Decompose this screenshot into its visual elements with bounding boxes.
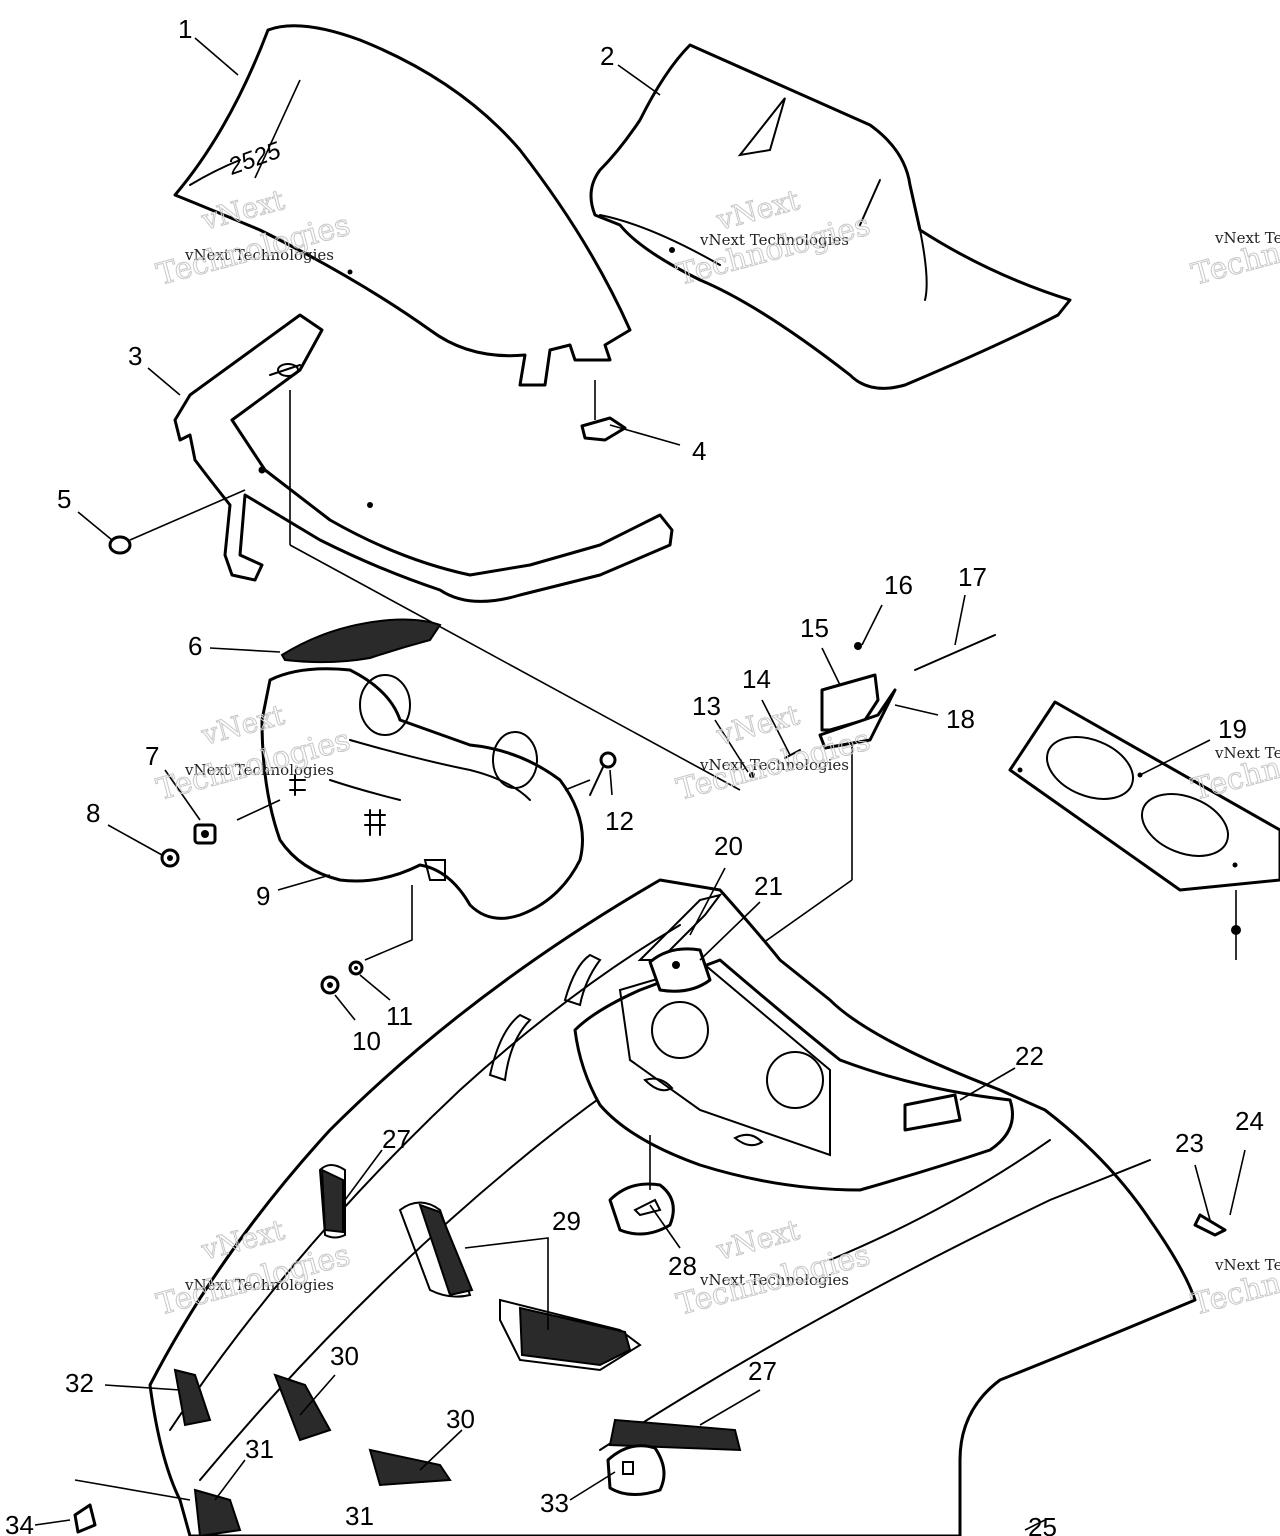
part-nut-8 — [160, 848, 180, 868]
part-headlight-assembly — [260, 667, 584, 920]
part-windshield: 2525 — [173, 24, 632, 387]
callout-21: 21 — [754, 871, 783, 901]
callout-27-bottom: 27 — [748, 1356, 777, 1386]
part-mounting-plate — [1008, 700, 1280, 960]
callout-2: 2 — [600, 41, 614, 71]
callout-3: 3 — [128, 341, 142, 371]
watermark-text: vNext Technologies — [699, 231, 849, 249]
part-clip-34 — [73, 1479, 191, 1534]
callout-28: 28 — [668, 1251, 697, 1281]
watermark-text: vNext Technologies — [184, 246, 334, 264]
part-washer-11 — [348, 960, 364, 976]
callout-5: 5 — [57, 484, 71, 514]
callout-9: 9 — [256, 881, 270, 911]
part-foam-pad — [280, 618, 442, 664]
leader-lines — [34, 37, 1211, 1531]
part-bolt-12 — [589, 751, 617, 796]
callout-27-top: 27 — [382, 1124, 411, 1154]
callout-25: 25 — [1028, 1512, 1057, 1536]
callout-33: 33 — [540, 1488, 569, 1518]
callout-23: 23 — [1175, 1128, 1204, 1158]
callout-8: 8 — [86, 798, 100, 828]
callout-7: 7 — [145, 741, 159, 771]
part-nut-clip-7 — [193, 823, 217, 845]
part-windshield-bracket — [173, 313, 674, 603]
part-screw-16 — [854, 642, 862, 650]
callout-12: 12 — [605, 806, 634, 836]
callout-29: 29 — [552, 1206, 581, 1236]
callout-30-bottom: 30 — [446, 1404, 475, 1434]
callout-10: 10 — [352, 1026, 381, 1056]
callout-1: 1 — [178, 14, 192, 44]
watermark-text: vNext Technologies — [699, 756, 849, 774]
part-washer-13 — [749, 772, 755, 778]
callout-32: 32 — [65, 1368, 94, 1398]
watermark-text: vNext Technologies — [699, 1271, 849, 1289]
callout-15: 15 — [800, 613, 829, 643]
watermark-text: vNext Technologies — [1214, 229, 1280, 247]
callout-22: 22 — [1015, 1041, 1044, 1071]
callout-labels: 1 2 3 4 5 6 7 8 9 10 11 12 13 14 15 16 1… — [5, 14, 1264, 1536]
watermark-text: vNext Technologies — [1214, 1256, 1280, 1274]
part-mount-bracket-15 — [818, 673, 897, 750]
callout-13: 13 — [692, 691, 721, 721]
callout-30-top: 30 — [330, 1341, 359, 1371]
callout-17: 17 — [958, 562, 987, 592]
part-nut-10 — [320, 975, 340, 995]
part-hood-body — [148, 878, 1246, 1536]
watermark-large: Technologies — [1188, 1238, 1280, 1323]
watermark-text: vNext Technologies — [184, 1276, 334, 1294]
callout-11: 11 — [386, 1001, 413, 1031]
callout-24: 24 — [1235, 1106, 1264, 1136]
callout-6: 6 — [188, 631, 202, 661]
callout-16: 16 — [884, 570, 913, 600]
callout-34: 34 — [5, 1510, 34, 1536]
callout-20: 20 — [714, 831, 743, 861]
part-hood-cover — [589, 43, 1072, 390]
part-screw-5 — [108, 489, 246, 555]
part-clip — [580, 380, 627, 442]
callout-4: 4 — [692, 436, 706, 466]
watermark-text: vNext Technologies — [184, 761, 334, 779]
watermark-text: vNext Technologies — [1214, 744, 1280, 762]
callout-14: 14 — [742, 664, 771, 694]
callout-31-top: 31 — [245, 1434, 274, 1464]
callout-19: 19 — [1218, 714, 1247, 744]
part-rod-17 — [914, 634, 996, 671]
callout-31-bottom: 31 — [345, 1501, 374, 1531]
watermark-large: Technologies — [1188, 208, 1280, 293]
part-spring-14 — [784, 749, 801, 759]
callout-18: 18 — [946, 704, 975, 734]
